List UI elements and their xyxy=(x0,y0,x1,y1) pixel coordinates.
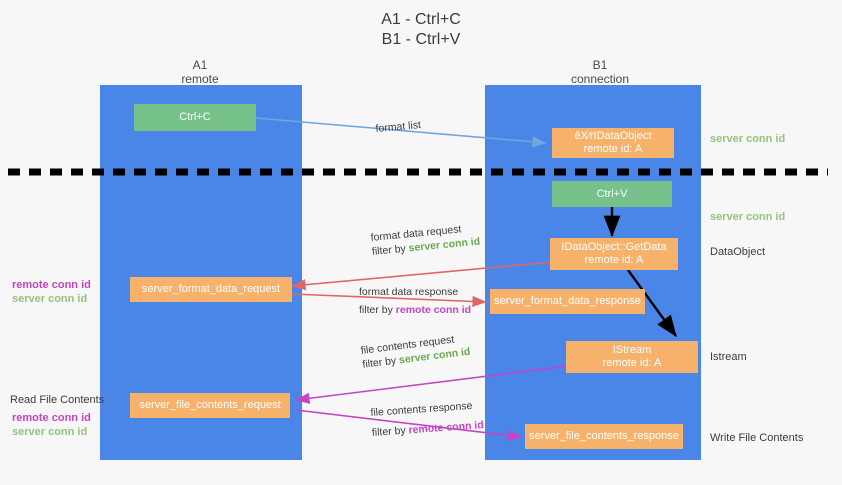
arrow-format-data-request xyxy=(291,261,553,291)
title-line-1: A1 - Ctrl+C xyxy=(381,11,461,28)
node-istream-line2: remote id: A xyxy=(602,357,662,369)
edge-label-format-data-response-line1: format data response xyxy=(359,286,459,298)
annotation-right-server-conn-id-top: server conn id xyxy=(710,133,786,145)
arrow-file-contents-response xyxy=(295,409,523,441)
node-server-format-data-response[interactable]: server_format_data_response xyxy=(490,289,645,314)
node-idataobject-getdata-line2: remote id: A xyxy=(584,254,644,266)
filter-prefix: filter by xyxy=(359,304,396,316)
node-idataobject-top[interactable]: êX⁄rIDataObject remote id: A xyxy=(552,128,674,158)
annotation-left-conn-ids-1: remote conn id server conn id xyxy=(12,278,91,306)
column-header-b1: B1 connection xyxy=(520,58,680,86)
annotation-remote-conn-id-1: remote conn id xyxy=(12,279,91,291)
annotation-left-conn-ids-2: remote conn id server conn id xyxy=(12,411,91,439)
node-server-file-contents-response-label: server_file_contents_response xyxy=(529,430,679,442)
node-server-format-data-request-label: server_format_data_request xyxy=(141,283,281,295)
node-ctrl-v-label: Ctrl+V xyxy=(596,187,628,200)
node-istream-line1: IStream xyxy=(612,344,652,356)
column-b1-name: B1 xyxy=(592,58,608,72)
title-line-2: B1 - Ctrl+V xyxy=(381,31,461,48)
node-server-format-data-request[interactable]: server_format_data_request xyxy=(130,277,292,302)
node-ctrl-c[interactable]: Ctrl+C xyxy=(134,104,256,131)
arrow-format-list xyxy=(255,117,547,148)
annotation-read-file-contents: Read File Contents xyxy=(10,394,105,406)
node-server-file-contents-response[interactable]: server_file_contents_response xyxy=(525,424,683,449)
arrow-format-data-response xyxy=(291,293,487,308)
column-b1-role: connection xyxy=(570,72,630,86)
edge-label-format-data-response-filter: filter by remote conn id xyxy=(359,303,471,317)
column-a1-role: remote xyxy=(181,72,219,86)
diagram-title: A1 - Ctrl+C B1 - Ctrl+V xyxy=(0,10,842,50)
node-idataobject-getdata-line1: IDataObject::GetData xyxy=(561,241,667,253)
node-server-format-data-response-label: server_format_data_response xyxy=(494,295,641,307)
arrow-file-contents-request xyxy=(295,365,569,404)
annotation-dataobject: DataObject xyxy=(710,246,766,258)
node-idataobject-getdata[interactable]: IDataObject::GetData remote id: A xyxy=(550,238,678,270)
column-header-a1: A1 remote xyxy=(125,58,275,86)
filter-prefix: filter by xyxy=(371,242,410,258)
node-istream[interactable]: IStream remote id: A xyxy=(566,341,698,373)
node-ctrl-c-label: Ctrl+C xyxy=(179,111,211,123)
column-a1-name: A1 xyxy=(192,58,208,72)
edge-label-format-data-response: format data response filter by remote co… xyxy=(359,285,471,317)
node-idataobject-top-line2: remote id: A xyxy=(583,143,643,155)
annotation-write-file-contents: Write File Contents xyxy=(710,432,804,444)
node-ctrl-v[interactable]: Ctrl+V xyxy=(552,181,672,207)
annotation-right-server-conn-id-mid: server conn id xyxy=(710,211,786,223)
arrow-getdata-to-istream xyxy=(627,269,677,337)
annotation-istream: Istream xyxy=(710,351,747,363)
filter-value-remote-conn-id: remote conn id xyxy=(395,304,472,316)
node-server-file-contents-request[interactable]: server_file_contents_request xyxy=(130,393,290,418)
node-idataobject-top-line1: êX⁄rIDataObject xyxy=(574,130,652,142)
annotation-remote-conn-id-2: remote conn id xyxy=(12,412,91,424)
annotation-server-conn-id-1: server conn id xyxy=(12,293,88,305)
node-server-file-contents-request-label: server_file_contents_request xyxy=(139,399,281,411)
annotation-server-conn-id-2: server conn id xyxy=(12,426,88,438)
filter-prefix: filter by xyxy=(371,424,409,439)
